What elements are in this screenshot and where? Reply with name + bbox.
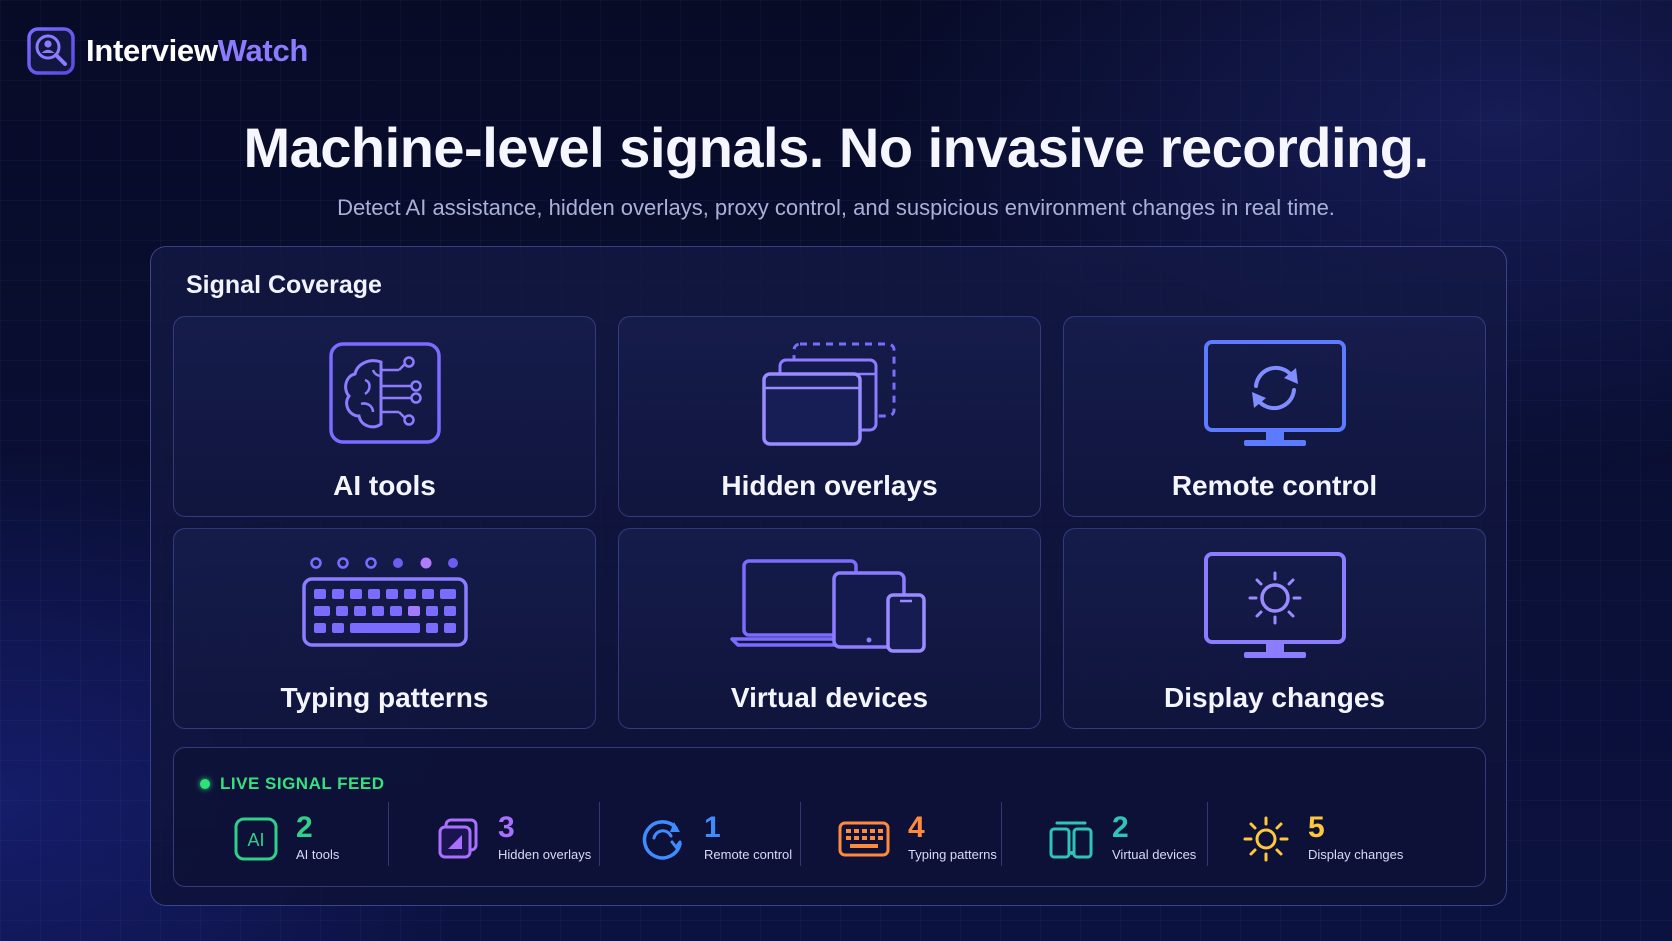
devices-icon — [729, 559, 926, 653]
ai-brain-icon — [328, 342, 441, 444]
overlay-windows-icon — [761, 342, 895, 446]
page-subheadline: Detect AI assistance, hidden overlays, p… — [337, 195, 1335, 220]
brand-logo[interactable]: InterviewWatch — [26, 26, 308, 76]
keyboard-icon — [301, 557, 468, 647]
card-hidden-overlays[interactable]: Hidden overlays — [618, 316, 1041, 517]
card-display-changes[interactable]: Display changes — [1063, 528, 1486, 729]
page-headline: Machine-level signals. No invasive recor… — [243, 116, 1429, 179]
stat-label: Typing patterns — [908, 846, 997, 862]
divider — [388, 802, 389, 866]
stat-label: Display changes — [1308, 846, 1404, 862]
stat-count: 1 — [704, 810, 721, 844]
card-label: Display changes — [1164, 682, 1385, 713]
ai-badge-icon: AI — [234, 817, 278, 861]
brand-name-part1: Interview — [86, 33, 218, 68]
divider — [599, 802, 600, 866]
card-ai-tools[interactable]: AI tools — [173, 316, 596, 517]
feed-stat-display-changes[interactable]: 5 Display changes — [1242, 808, 1403, 870]
card-label: AI tools — [333, 470, 436, 501]
feed-stat-virtual-devices[interactable]: 2 Virtual devices — [1048, 808, 1196, 870]
live-status-dot — [200, 779, 210, 789]
remote-sync-icon — [642, 820, 682, 860]
card-label: Typing patterns — [280, 682, 489, 713]
brand-name-part2: Watch — [217, 33, 309, 68]
card-label: Virtual devices — [730, 682, 929, 713]
keyboard-icon — [838, 821, 890, 857]
feed-stat-ai-tools[interactable]: AI 2 AI tools — [234, 808, 339, 870]
brand-name: InterviewWatch — [86, 33, 308, 69]
stat-label: Hidden overlays — [498, 846, 592, 862]
stat-label: Virtual devices — [1112, 846, 1197, 862]
monitor-brightness-icon — [1203, 551, 1346, 658]
overlay-icon — [438, 818, 478, 859]
panel-title: Signal Coverage — [186, 271, 382, 299]
monitor-sync-icon — [1203, 339, 1346, 446]
stat-count: 4 — [908, 810, 925, 844]
stat-count: 5 — [1308, 810, 1325, 844]
signal-coverage-panel: Signal Coverage AI tools — [150, 246, 1507, 906]
card-label: Remote control — [1171, 470, 1378, 501]
divider — [800, 802, 801, 866]
devices-icon — [1049, 821, 1093, 859]
stat-label: AI tools — [296, 846, 340, 862]
card-label: Hidden overlays — [721, 470, 938, 501]
stat-count: 3 — [498, 810, 515, 844]
feed-stat-hidden-overlays[interactable]: 3 Hidden overlays — [436, 808, 591, 870]
card-remote-control[interactable]: Remote control — [1063, 316, 1486, 517]
feed-header: LIVE SIGNAL FEED — [200, 774, 385, 794]
sun-icon — [1243, 816, 1289, 862]
stat-label: Remote control — [704, 846, 793, 862]
divider — [1207, 802, 1208, 866]
stat-count: 2 — [296, 810, 313, 844]
live-signal-feed: LIVE SIGNAL FEED AI 2 AI tools 3 Hidde — [173, 747, 1486, 887]
feed-stat-remote-control[interactable]: 1 Remote control — [640, 808, 792, 870]
feed-title: LIVE SIGNAL FEED — [220, 774, 385, 793]
user-search-icon — [27, 27, 75, 75]
stat-count: 2 — [1112, 810, 1129, 844]
feed-stat-typing-patterns[interactable]: 4 Typing patterns — [838, 808, 997, 870]
divider — [1001, 802, 1002, 866]
card-virtual-devices[interactable]: Virtual devices — [618, 528, 1041, 729]
svg-text:AI: AI — [247, 830, 264, 850]
card-typing-patterns[interactable]: Typing patterns — [173, 528, 596, 729]
